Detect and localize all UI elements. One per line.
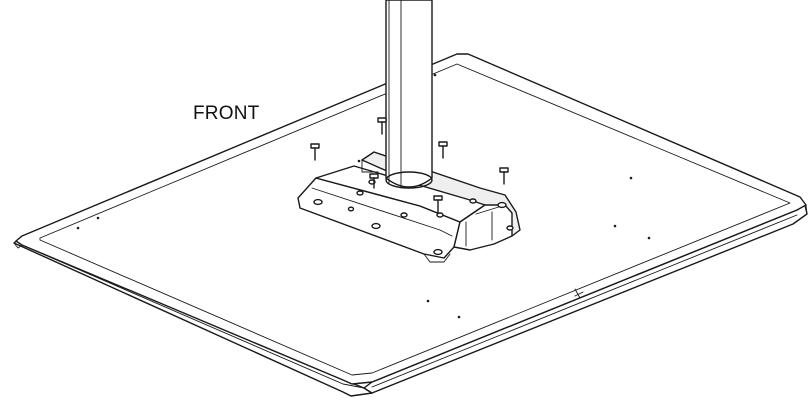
screw-icon	[438, 141, 448, 159]
screws	[310, 117, 509, 213]
screw-icon	[310, 143, 320, 161]
pilot-holes	[76, 73, 651, 319]
screw-icon	[499, 167, 509, 185]
screw-icon	[369, 173, 379, 189]
front-label: FRONT	[193, 103, 260, 124]
pole	[385, 0, 433, 189]
screw-icon	[377, 117, 387, 135]
screw-icon	[433, 195, 443, 213]
